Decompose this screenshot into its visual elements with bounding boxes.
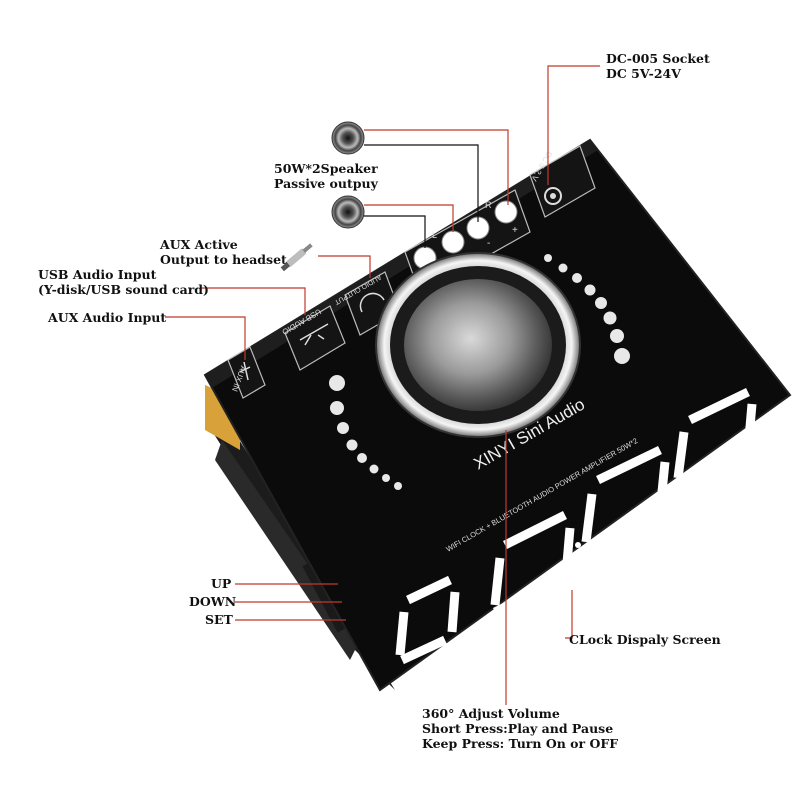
indicator-dot — [572, 273, 582, 283]
indicator-dot — [584, 284, 596, 296]
leader-speaker-top-black — [364, 144, 479, 222]
indicator-dot — [330, 401, 344, 415]
volume-knob[interactable] — [375, 252, 581, 438]
speaker-top-icon — [331, 121, 365, 155]
label-aux-active-line2: Output to headset — [160, 252, 287, 267]
label-knob-line3: Keep Press: Turn On or OFF — [422, 736, 619, 751]
label-clock-screen: CLock Dispaly Screen — [569, 632, 721, 647]
clock-digit-1 — [395, 575, 460, 686]
label-knob: 360° Adjust Volume Short Press:Play and … — [422, 706, 618, 751]
indicator-dot — [544, 254, 552, 262]
label-down: DOWN — [189, 594, 237, 609]
terminal-left-plus[interactable] — [441, 230, 465, 254]
speaker-icons — [280, 121, 365, 272]
leader-lines — [165, 65, 600, 705]
indicator-dot — [329, 375, 345, 391]
indicator-dot — [558, 263, 568, 273]
indicator-dot — [357, 453, 367, 463]
label-knob-line2: Short Press:Play and Pause — [422, 721, 614, 736]
indicator-dot — [610, 329, 624, 343]
aux-icon — [239, 361, 251, 381]
leader-usb-audio — [200, 287, 306, 315]
indicator-dot — [595, 297, 607, 309]
label-speaker-line2: Passive outpuy — [274, 176, 378, 191]
clock-digit-3 — [575, 445, 670, 617]
label-usb-audio-line2: (Y-disk/USB sound card) — [38, 282, 209, 297]
label-usb-audio-line1: USB Audio Input — [38, 267, 157, 282]
indicator-dot — [369, 464, 379, 474]
indicator-dot — [394, 482, 402, 490]
headphone-plug-icon — [280, 243, 313, 272]
usb-audio-port[interactable] — [284, 305, 346, 371]
leader-dc-socket — [547, 65, 600, 185]
indicator-dot — [337, 422, 349, 434]
terminal-label-minus: - — [487, 238, 490, 249]
leader-speaker-bottom-black — [364, 215, 426, 248]
clock-digit-2 — [483, 510, 575, 677]
usb-icon — [299, 323, 329, 346]
label-aux-input: AUX Audio Input — [48, 310, 167, 325]
indicator-dot — [346, 439, 358, 451]
leader-speaker-bottom-red — [364, 204, 454, 232]
indicator-dot — [382, 474, 390, 482]
clock-colon-top — [575, 542, 581, 548]
port-icons — [239, 292, 385, 381]
label-set: SET — [205, 612, 233, 627]
label-usb-audio: USB Audio Input (Y-disk/USB sound card) — [38, 267, 209, 297]
label-knob-line1: 360° Adjust Volume — [422, 706, 560, 721]
indicator-dot — [614, 348, 630, 364]
leader-aux-active — [318, 255, 371, 278]
label-dc-socket: DC-005 Socket DC 5V-24V — [606, 51, 710, 81]
clock-digit-4 — [667, 387, 757, 553]
leader-speaker-top-red — [364, 129, 509, 205]
terminal-label-r: R — [485, 200, 492, 210]
label-aux-active-line1: AUX Active — [160, 237, 238, 252]
terminal-label-plus: + — [512, 225, 518, 236]
headphone-icon — [359, 292, 385, 313]
dc-socket-jack[interactable] — [544, 187, 562, 205]
speaker-terminals — [413, 187, 562, 270]
leader-aux-input — [165, 316, 246, 360]
leader-clock-screen — [565, 590, 573, 639]
knob-cap — [404, 279, 552, 411]
volume-indicator-dots — [329, 254, 630, 490]
clock-colon-bottom — [571, 577, 577, 583]
label-dc-socket-line1: DC-005 Socket — [606, 51, 710, 66]
label-speaker-line1: 50W*2Speaker — [274, 161, 378, 176]
indicator-dot — [603, 311, 617, 325]
clock-display — [395, 387, 757, 686]
dc-socket-pin — [550, 193, 556, 199]
label-dc-socket-line2: DC 5V-24V — [606, 66, 681, 81]
label-up: UP — [211, 576, 232, 591]
label-speaker: 50W*2Speaker Passive outpuy — [274, 161, 378, 191]
label-aux-active: AUX Active Output to headset — [160, 237, 287, 267]
terminal-right-plus[interactable] — [494, 200, 518, 224]
speaker-bottom-icon — [331, 195, 365, 229]
terminal-label-l: L — [432, 230, 437, 240]
